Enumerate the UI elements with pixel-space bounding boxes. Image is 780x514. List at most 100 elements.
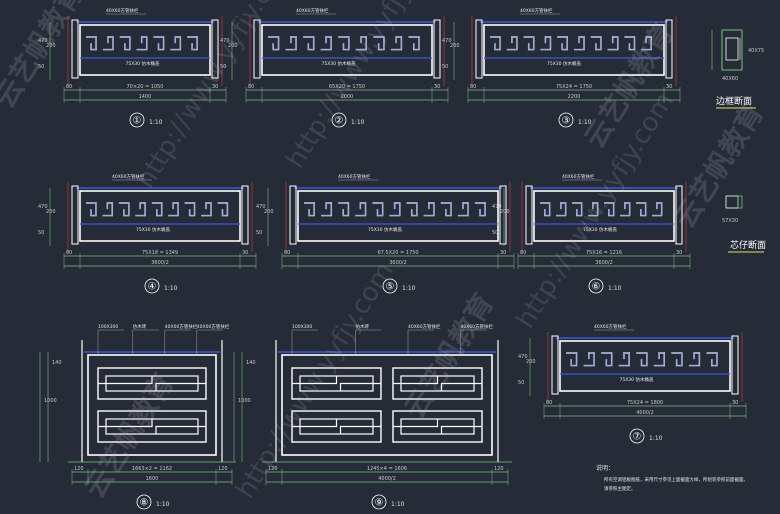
watermark-cn-5: 云艺帆教育 (78, 367, 180, 503)
panel-5-dim-h1: 470 (256, 204, 266, 210)
panel-8-scale: 1:10 (156, 501, 170, 508)
panel-3-dim-h2: 200 (450, 43, 460, 49)
panel-3-dim-sub: 75X24 = 1750 (556, 84, 592, 90)
panel-7-top-label: 40X60方管扶栏 (594, 323, 627, 330)
panel-2-dim-h3: 50 (220, 64, 226, 70)
panel-3-dim-h1: 470 (442, 38, 452, 44)
panel-2-dim-h1: 470 (220, 38, 230, 44)
note-title: 说明： (596, 464, 614, 472)
panel-5-number: ⑤ (386, 282, 395, 293)
note-block: 说明： 所有空调铝板图纸，采用尺寸参见上面截面大样，所组装参照前面截面。 请参照… (596, 464, 748, 492)
panel-9-scale: 1:10 (391, 501, 405, 508)
panel-4-dim-sub: 75X18 = 1349 (142, 250, 178, 256)
panel-3-dim-total: 2200 (568, 94, 581, 100)
panel-1-number-circle (129, 112, 145, 128)
railing-panel-3: 40X60方管扶栏 75X30 仿木桶盖 470 50 200 80 30 75X24 = 1… (442, 7, 681, 128)
panel-6-scale: 1:10 (608, 285, 622, 292)
panel-6-dim-h2: 200 (500, 209, 510, 215)
panel-2-mid-label: 75X30 仿木桶盖 (322, 60, 356, 67)
panel-2-number: ② (335, 116, 344, 127)
panel-6-dim-right: 30 (676, 250, 682, 256)
watermark-cn-1: 云艺帆教育 (0, 0, 90, 114)
edge-section: 40X60 40X75 边框断面 (711, 29, 764, 109)
panel-7-dim-h2: 200 (526, 359, 536, 365)
panel-7-dim-h1: 470 (518, 354, 528, 360)
panel-1-dim-h2: 200 (46, 43, 56, 49)
panel-1-dim-right: 30 (212, 84, 218, 90)
panel-5-scale: 1:10 (402, 285, 416, 292)
panel-5-mid-label: 75X30 仿木桶盖 (368, 226, 402, 233)
panel-4-dim-right: 30 (242, 250, 248, 256)
panel-8-dim-h5: 1000 (44, 398, 57, 404)
panel-1-scale: 1:10 (149, 119, 163, 126)
panel-5-dim-sub: 67.5X20 = 1750 (377, 250, 418, 256)
panel-3-number: ③ (562, 116, 571, 127)
panel-6-dim-total: 3600/2 (595, 260, 613, 266)
panel-8-label-2: 仿木砖 (133, 323, 147, 330)
panel-4-dim-left: 80 (66, 250, 72, 256)
panel-3-dim-h3: 50 (442, 64, 448, 70)
panel-6-dim-h1: 470 (492, 204, 502, 210)
panel-3-mid-label: 75X30 仿木桶盖 (547, 60, 581, 67)
panel-2-dim-total: 2000 (341, 94, 354, 100)
panel-5-dim-left: 80 (284, 250, 290, 256)
panel-3-dim-left: 80 (470, 84, 476, 90)
panel-2-scale: 1:10 (351, 119, 365, 126)
panel-7-scale: 1:10 (649, 435, 663, 442)
panel-3-dim-right: 30 (666, 84, 672, 90)
panel-4-dim-h2: 200 (46, 209, 56, 215)
panel-2-top-label: 40X60方管扶栏 (296, 7, 329, 14)
panel-9-dim-sub: 1245×4 = 1606 (367, 466, 407, 472)
panel-9-dim-left: 120 (268, 466, 278, 472)
panel-1-number: ① (133, 116, 142, 127)
panel-6-mid-label: 75X30 仿木桶盖 (583, 226, 617, 233)
core-dim-1: 57X30 (722, 218, 738, 224)
panel-1-dim-total: 1400 (139, 94, 152, 100)
panel-8-label-1: 100X300 (98, 324, 118, 330)
panel-1-dim-h1: 470 (38, 38, 48, 44)
panel-9-label-2: 仿木砖 (356, 323, 370, 330)
watermark-url-2: http://www.yyfjy.com (280, 0, 450, 174)
panel-8-dim-total: 1600 (146, 476, 159, 482)
panel-4-top-label: 40X60方管扶栏 (112, 173, 145, 180)
panel-4-mid-label: 75X30 仿木桶盖 (136, 226, 170, 233)
panel-9-number: ⑨ (375, 498, 384, 509)
panel-4-scale: 1:10 (164, 285, 178, 292)
panel-8-number: ⑧ (140, 498, 149, 509)
panel-2-number-circle (331, 112, 347, 128)
panel-8-dim-right: 120 (218, 466, 228, 472)
panel-3-number-circle (558, 112, 574, 128)
panel-3-top-label: 40X60方管扶栏 (520, 7, 553, 14)
note-line-1: 所有空调铝板图纸，采用尺寸参见上面截面大样，所组装参照前面截面。 (604, 476, 748, 483)
panel-4-dim-h3: 50 (38, 230, 44, 236)
panel-5-number-circle (382, 278, 398, 294)
panel-1-dim-sub: 70×20 = 1050 (126, 84, 163, 90)
core-section: 57X30 芯仔断面 (722, 195, 766, 253)
panel-9-dim-h5: 1000 (238, 398, 251, 404)
panel-7-number: ⑦ (633, 432, 642, 443)
panel-7-dim-sub: 75X24 = 1800 (627, 400, 663, 406)
panel-9-dim-right: 120 (494, 466, 504, 472)
panel-9-label-3: 40X60方管扶栏 (408, 323, 441, 330)
panel-4-number: ④ (148, 282, 157, 293)
panel-5-dim-h2: 200 (264, 209, 274, 215)
panel-9-label-4: 40X60方管扶栏 (461, 323, 494, 330)
panel-9-label-1: 100X300 (292, 324, 312, 330)
panel-3-scale: 1:10 (578, 119, 592, 126)
panel-4-dim-h1: 470 (38, 204, 48, 210)
panel-1-dim-left: 80 (66, 84, 72, 90)
panel-6-dim-h3: 50 (492, 230, 498, 236)
panel-5-top-label: 40X60方管扶栏 (338, 173, 371, 180)
panel-5-dim-total: 3600/2 (389, 260, 407, 266)
edge-dim-1: 40X60 (722, 76, 738, 82)
panel-7-mid-label: 75X30 仿木桶盖 (620, 376, 654, 383)
panel-8-dim-left: 120 (74, 466, 84, 472)
panel-5-dim-h3: 50 (256, 230, 262, 236)
panel-8-label-3: 40X60方管扶栏 (165, 323, 198, 330)
panel-1-mid-label: 75X30 仿木桶盖 (126, 60, 160, 67)
